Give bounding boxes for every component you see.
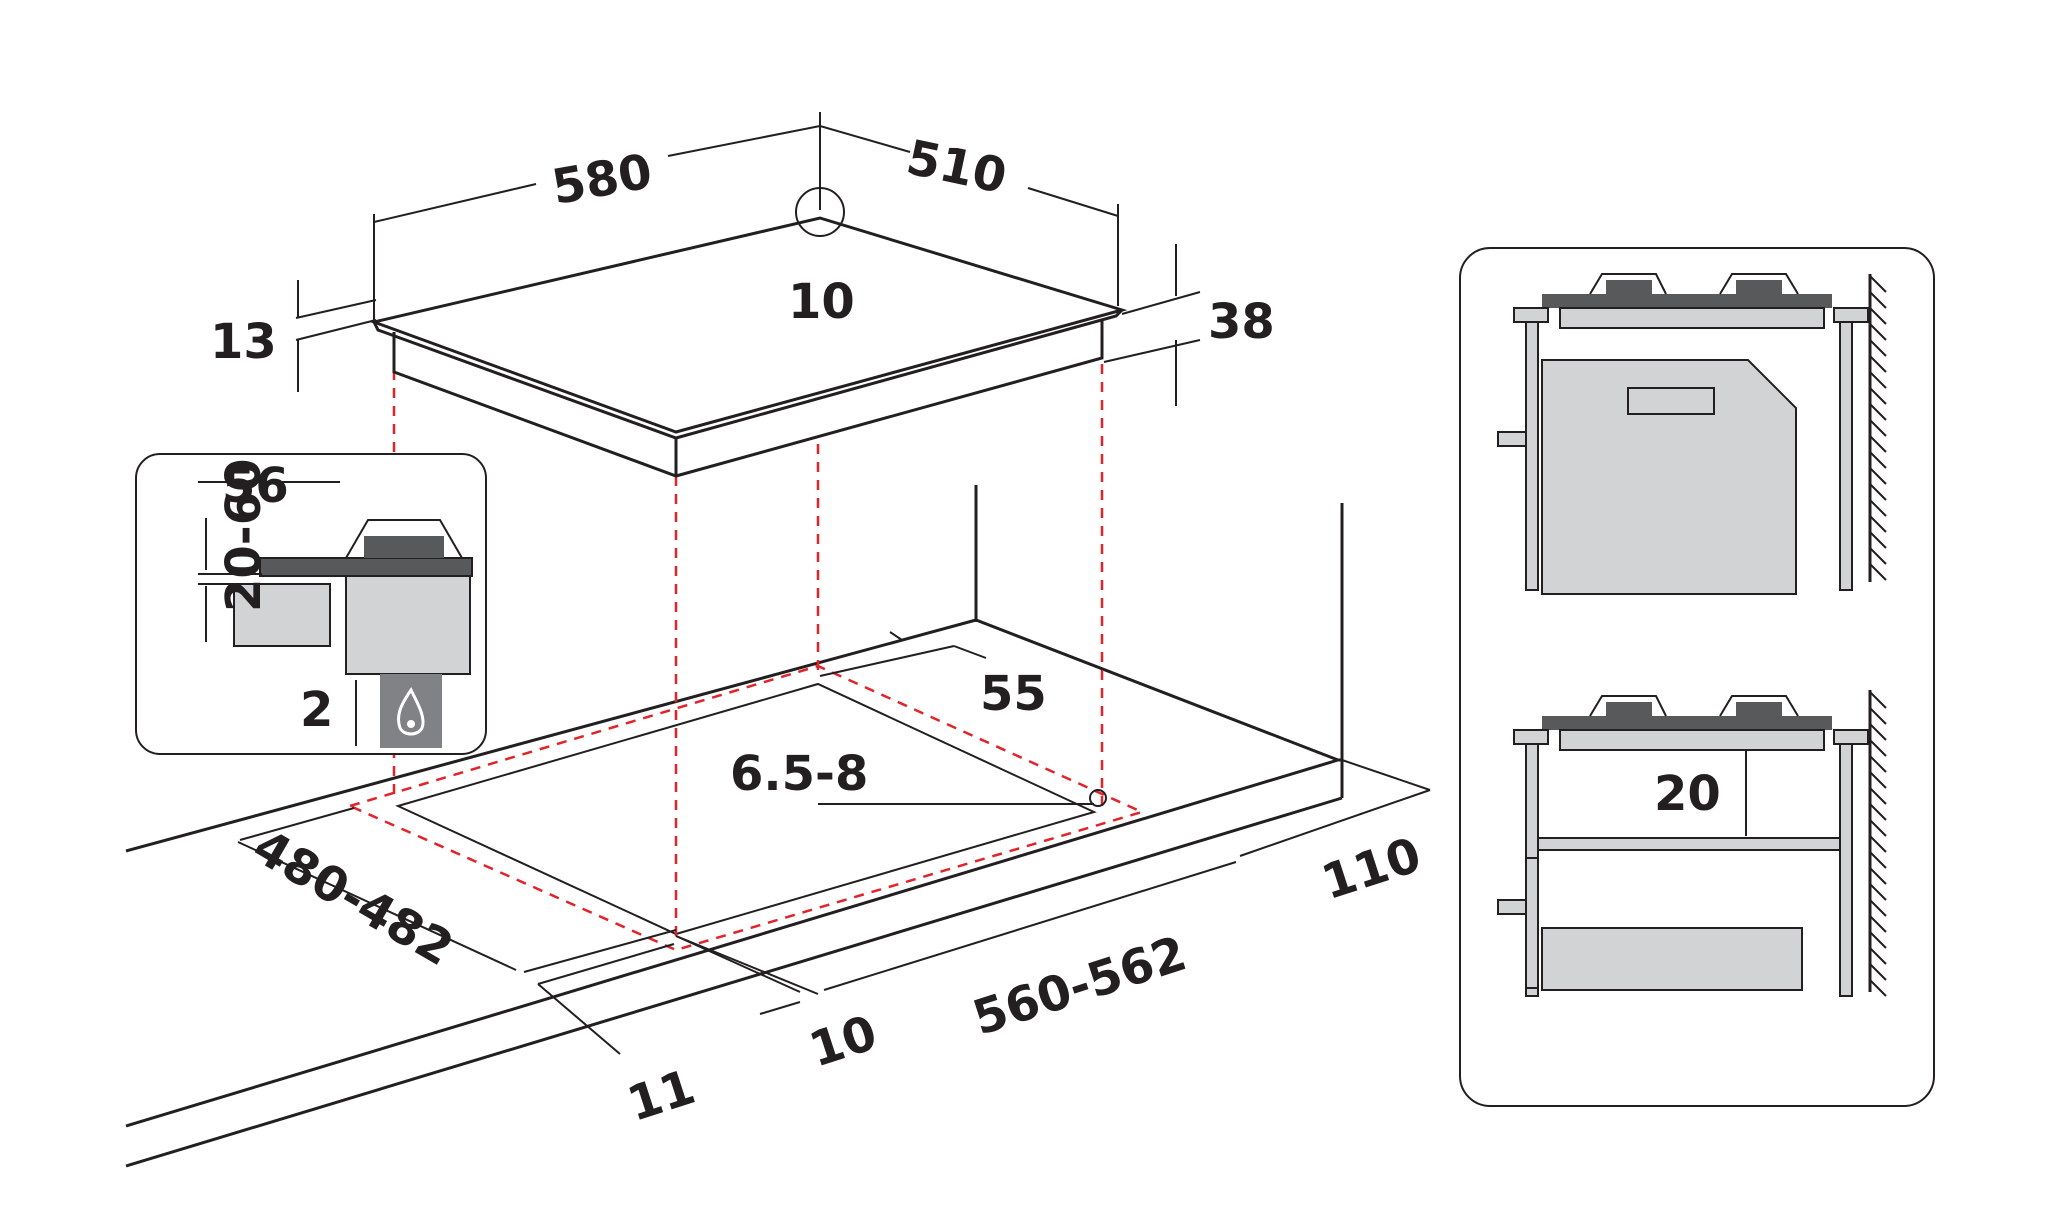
dim-10: 10 xyxy=(803,1005,884,1079)
wall-hatching-bottom xyxy=(1869,691,1887,997)
hatch-line xyxy=(1869,387,1887,405)
hatch-line xyxy=(1869,803,1887,821)
hatch-line xyxy=(1869,307,1887,325)
hatch-line xyxy=(1869,931,1887,949)
wall-hatching-top xyxy=(1869,275,1887,581)
hatch-line xyxy=(1869,323,1887,341)
inset-detail-panel xyxy=(135,453,487,755)
hatch-line xyxy=(1869,291,1887,309)
hatch-line xyxy=(1869,915,1887,933)
cutout-guide-red xyxy=(346,664,1146,952)
hatch-line xyxy=(1869,435,1887,453)
hatch-line xyxy=(1869,467,1887,485)
dim-center-10: 10 xyxy=(788,274,855,330)
hatch-line xyxy=(1869,979,1887,997)
dim-580: 580 xyxy=(548,143,656,216)
hatch-line xyxy=(1869,339,1887,357)
hatch-line xyxy=(1869,483,1887,501)
dim-560-562: 560-562 xyxy=(966,925,1193,1046)
hatch-line xyxy=(1869,739,1887,757)
inset-dim-20-60: 20-60 xyxy=(216,458,272,612)
hatch-line xyxy=(1869,547,1887,565)
flame-icon xyxy=(396,687,425,736)
dim-55: 55 xyxy=(980,666,1047,722)
hatch-line xyxy=(1869,451,1887,469)
hatch-line xyxy=(1869,771,1887,789)
hatch-line xyxy=(1869,899,1887,917)
hatch-line xyxy=(1869,531,1887,549)
hatch-line xyxy=(1869,371,1887,389)
inset-dim-2: 2 xyxy=(300,682,333,738)
dim-480-482: 480-482 xyxy=(244,819,463,978)
hatch-line xyxy=(1869,499,1887,517)
inset-dim-56: 56 xyxy=(222,458,289,514)
hatch-line xyxy=(1869,947,1887,965)
hatch-line xyxy=(1869,723,1887,741)
dim-110: 110 xyxy=(1315,827,1428,911)
hob-body xyxy=(368,187,1128,478)
dim-510: 510 xyxy=(902,129,1012,205)
dim-corner-radius: 6.5-8 xyxy=(730,746,868,802)
hatch-line xyxy=(1869,707,1887,725)
dim-13: 13 xyxy=(210,314,277,370)
hatch-line xyxy=(1869,883,1887,901)
dimension-lines xyxy=(237,112,1431,1055)
right-detail-panel xyxy=(1459,247,1935,1107)
hatch-line xyxy=(1869,867,1887,885)
hatch-line xyxy=(1869,963,1887,981)
hatch-line xyxy=(1869,787,1887,805)
dim-38: 38 xyxy=(1208,294,1275,350)
hatch-line xyxy=(1869,275,1887,293)
hatch-line xyxy=(1869,691,1887,709)
hatch-line xyxy=(1869,563,1887,581)
hatch-line xyxy=(1869,835,1887,853)
hatch-line xyxy=(1869,851,1887,869)
hatch-line xyxy=(1869,403,1887,421)
hatch-line xyxy=(1869,819,1887,837)
dim-11: 11 xyxy=(621,1059,702,1133)
hatch-line xyxy=(1869,515,1887,533)
hatch-line xyxy=(1869,755,1887,773)
cutout-outline xyxy=(395,682,1097,936)
panel-dim-20: 20 xyxy=(1654,766,1721,822)
hatch-line xyxy=(1869,419,1887,437)
worktop xyxy=(125,485,1344,1168)
hatch-line xyxy=(1869,355,1887,373)
